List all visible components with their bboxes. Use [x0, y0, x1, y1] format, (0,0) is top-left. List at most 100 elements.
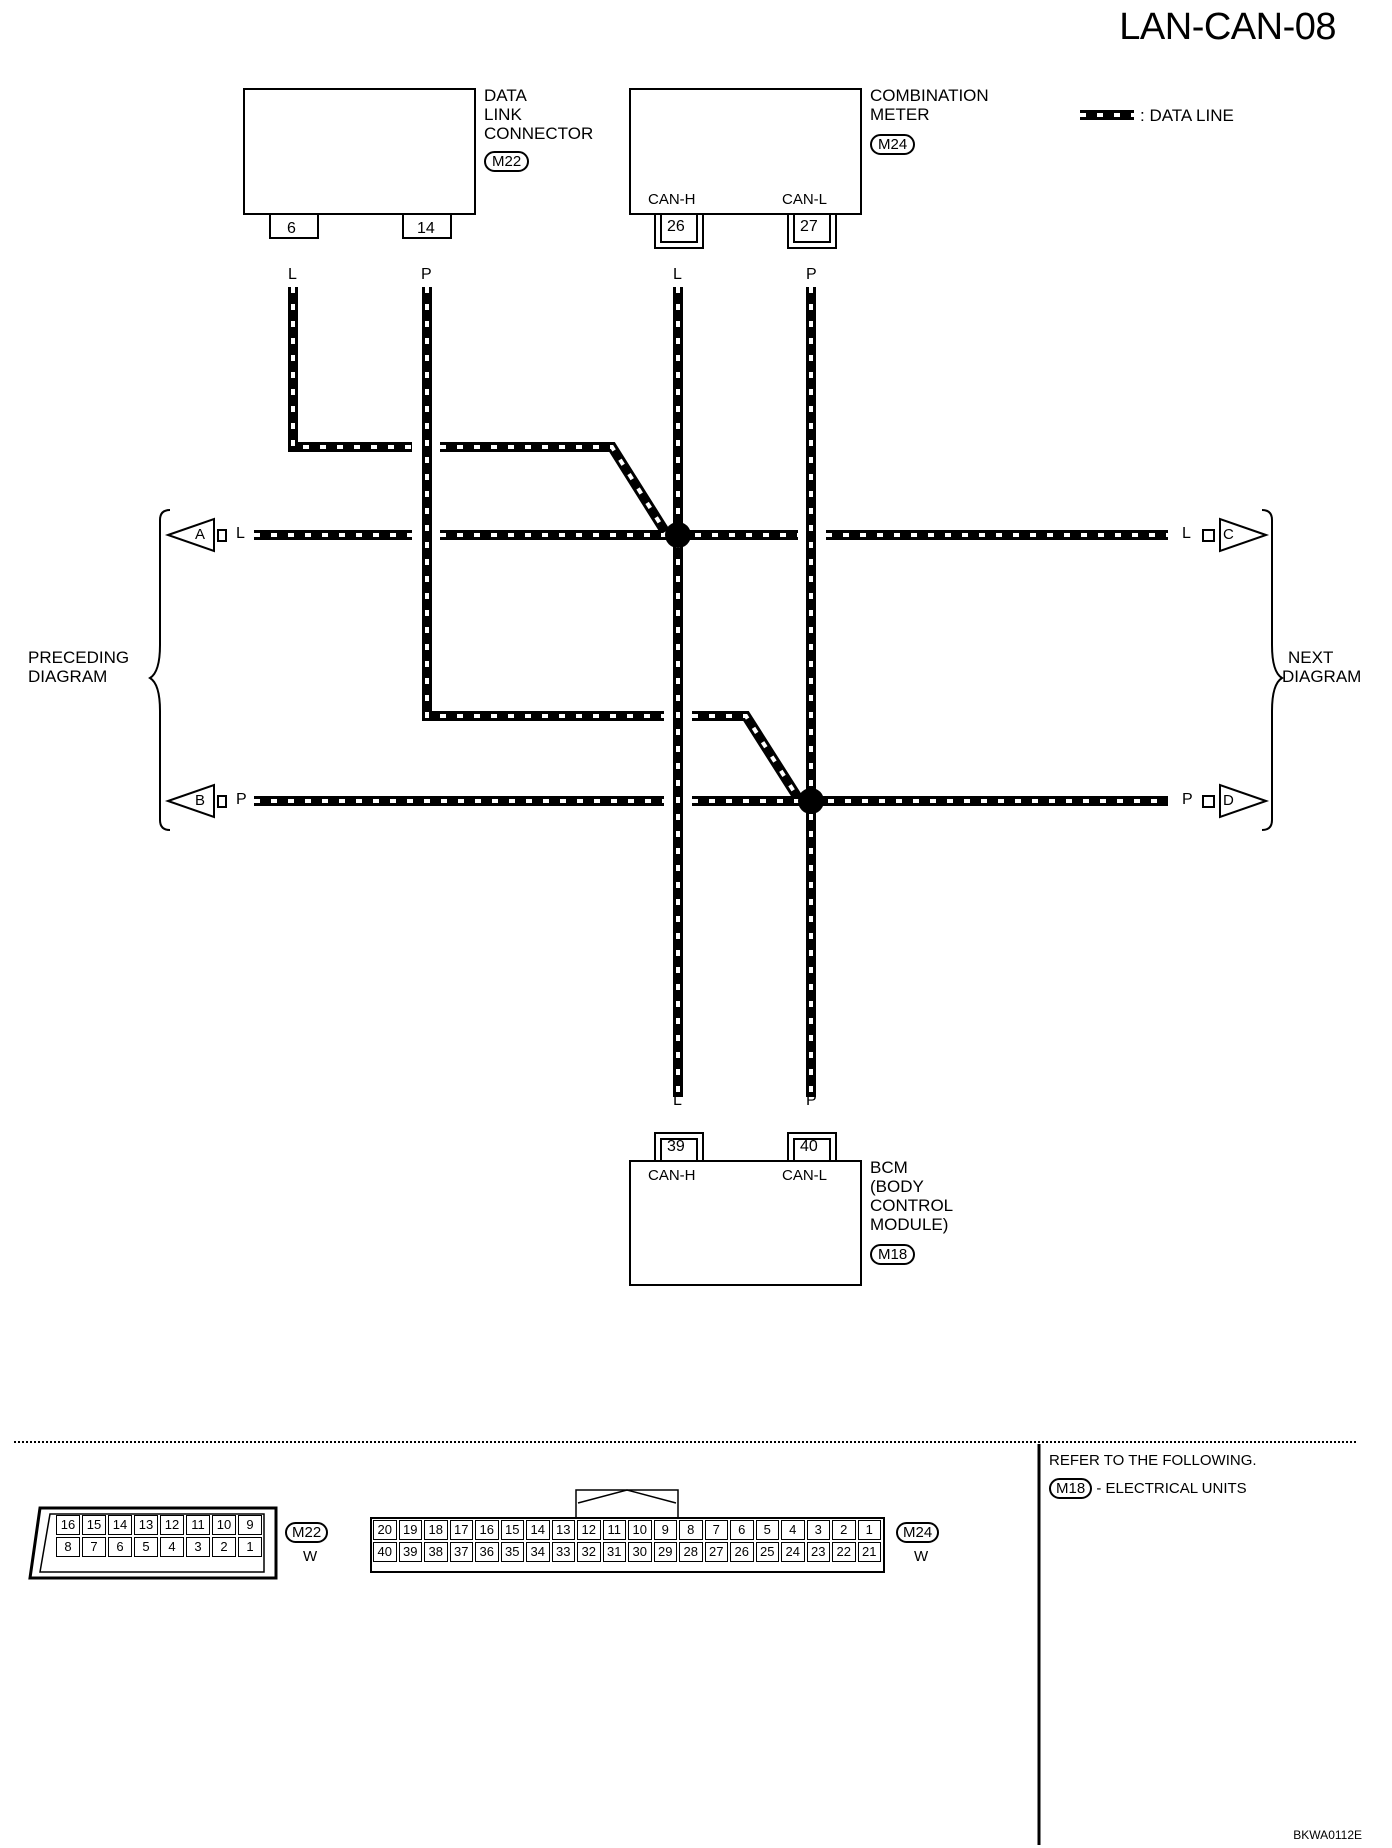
- wire-color-p-bcm: P: [806, 1092, 817, 1109]
- refer-connector-badge: M18: [1049, 1478, 1093, 1499]
- connector-pin-cell: 16: [56, 1515, 80, 1535]
- connector-pin-cell: 9: [238, 1515, 262, 1535]
- connector-pin-cell: 8: [56, 1537, 80, 1557]
- connector-pin-cell: 6: [730, 1520, 754, 1540]
- connector-pin-cell: 34: [526, 1542, 550, 1562]
- offpage-arrow-c: [1219, 517, 1270, 553]
- wire-color-l-bcm: L: [673, 1092, 682, 1109]
- connector-pin-cell: 20: [373, 1520, 397, 1540]
- m22-connector-color: W: [303, 1548, 318, 1565]
- connector-pin-cell: 11: [602, 1520, 626, 1540]
- dlc-pin-6: 6: [287, 220, 296, 237]
- wire-color-p-right: P: [1182, 791, 1193, 808]
- connector-pin-cell: 7: [704, 1520, 728, 1540]
- page-title: LAN-CAN-08: [1119, 6, 1336, 48]
- wire-color-p-meter: P: [806, 266, 817, 283]
- connector-pin-cell: 27: [704, 1542, 728, 1562]
- connector-pin-cell: 1: [857, 1520, 881, 1540]
- connector-pin-cell: 3: [186, 1537, 210, 1557]
- connector-pin-cell: 5: [134, 1537, 158, 1557]
- splice-node-p: [798, 788, 824, 814]
- offpage-label-d: D: [1223, 792, 1234, 809]
- m24-connector-color: W: [914, 1548, 929, 1565]
- bcm-pin-40-bracket: [787, 1132, 837, 1161]
- connector-pin-cell: 10: [212, 1515, 236, 1535]
- connector-pin-cell: 25: [755, 1542, 779, 1562]
- meter-pin-26-bracket: [654, 214, 704, 249]
- connector-pin-cell: 29: [653, 1542, 677, 1562]
- splice-node-l: [665, 522, 691, 548]
- connector-pin-cell: 2: [832, 1520, 856, 1540]
- data-link-connector-box: [243, 88, 476, 215]
- figure-code: BKWA0112E: [1293, 1828, 1362, 1842]
- connector-pin-cell: 35: [500, 1542, 524, 1562]
- connector-pin-cell: 5: [755, 1520, 779, 1540]
- preceding-diagram-label: PRECEDING DIAGRAM: [28, 648, 130, 686]
- bcm-box: [629, 1160, 862, 1286]
- legend-label: : DATA LINE: [1140, 106, 1234, 125]
- offpage-arrow-b: [164, 783, 215, 819]
- dlc-pin-6-bracket: [269, 214, 319, 239]
- m24-connector-face: [370, 1489, 885, 1573]
- m24-connector-id: M24: [896, 1522, 940, 1543]
- wire-color-l-right: L: [1182, 525, 1191, 542]
- combination-meter-box: [629, 88, 862, 215]
- connector-pin-cell: 10: [628, 1520, 652, 1540]
- connector-pin-cell: 15: [500, 1520, 524, 1540]
- bcm-pin-40: 40: [800, 1138, 818, 1155]
- dlc-pin-14: 14: [417, 220, 435, 237]
- connector-pin-cell: 1: [238, 1537, 262, 1557]
- connector-pin-cell: 14: [526, 1520, 550, 1540]
- data-lines: [254, 287, 1168, 1097]
- connector-pin-cell: 23: [806, 1542, 830, 1562]
- connector-pin-cell: 16: [475, 1520, 499, 1540]
- offpage-arrow-d: [1219, 783, 1270, 819]
- connector-pin-cell: 32: [577, 1542, 601, 1562]
- connector-pin-cell: 13: [134, 1515, 158, 1535]
- bcm-name: BCM (BODY CONTROL MODULE): [870, 1158, 954, 1234]
- connector-pin-cell: 22: [832, 1542, 856, 1562]
- bcm-terminal-can-h: CAN-H: [648, 1167, 696, 1184]
- connector-pin-cell: 37: [449, 1542, 473, 1562]
- meter-pin-27: 27: [800, 218, 818, 235]
- connector-pin-cell: 14: [108, 1515, 132, 1535]
- connector-pin-cell: 13: [551, 1520, 575, 1540]
- meter-connector-badge: M24: [870, 134, 916, 155]
- connector-pin-cell: 28: [679, 1542, 703, 1562]
- connector-pin-cell: 24: [781, 1542, 805, 1562]
- offpage-arrow-a: [164, 517, 215, 553]
- connector-pin-cell: 31: [602, 1542, 626, 1562]
- connector-pin-cell: 26: [730, 1542, 754, 1562]
- meter-terminal-can-l: CAN-L: [782, 191, 828, 208]
- wire-color-l-dlc: L: [288, 266, 297, 283]
- connector-pin-cell: 30: [628, 1542, 652, 1562]
- left-brace: [148, 509, 171, 831]
- connector-pin-cell: 11: [186, 1515, 210, 1535]
- connector-pin-cell: 18: [424, 1520, 448, 1540]
- meter-name: COMBINATION METER: [870, 86, 989, 124]
- refer-heading: REFER TO THE FOLLOWING.: [1049, 1452, 1257, 1469]
- m22-connector-face: [28, 1506, 278, 1580]
- connector-pin-cell: 21: [857, 1542, 881, 1562]
- next-diagram-label: NEXT DIAGRAM: [1282, 648, 1362, 686]
- bcm-pin-39: 39: [667, 1138, 685, 1155]
- bcm-pin-39-bracket: [654, 1132, 704, 1161]
- connector-pin-cell: 33: [551, 1542, 575, 1562]
- connector-pin-cell: 4: [781, 1520, 805, 1540]
- connector-pin-cell: 12: [577, 1520, 601, 1540]
- connector-pin-cell: 3: [806, 1520, 830, 1540]
- connector-pin-cell: 9: [653, 1520, 677, 1540]
- connector-pin-cell: 2: [212, 1537, 236, 1557]
- wire-color-l-meter: L: [673, 266, 682, 283]
- connector-pin-cell: 36: [475, 1542, 499, 1562]
- dlc-pin-14-bracket: [402, 214, 452, 239]
- dlc-name: DATA LINK CONNECTOR: [484, 86, 594, 143]
- connector-pin-cell: 39: [398, 1542, 422, 1562]
- connector-pin-cell: 4: [160, 1537, 184, 1557]
- bcm-connector-badge: M18: [870, 1244, 916, 1265]
- meter-pin-26: 26: [667, 218, 685, 235]
- connector-pin-cell: 6: [108, 1537, 132, 1557]
